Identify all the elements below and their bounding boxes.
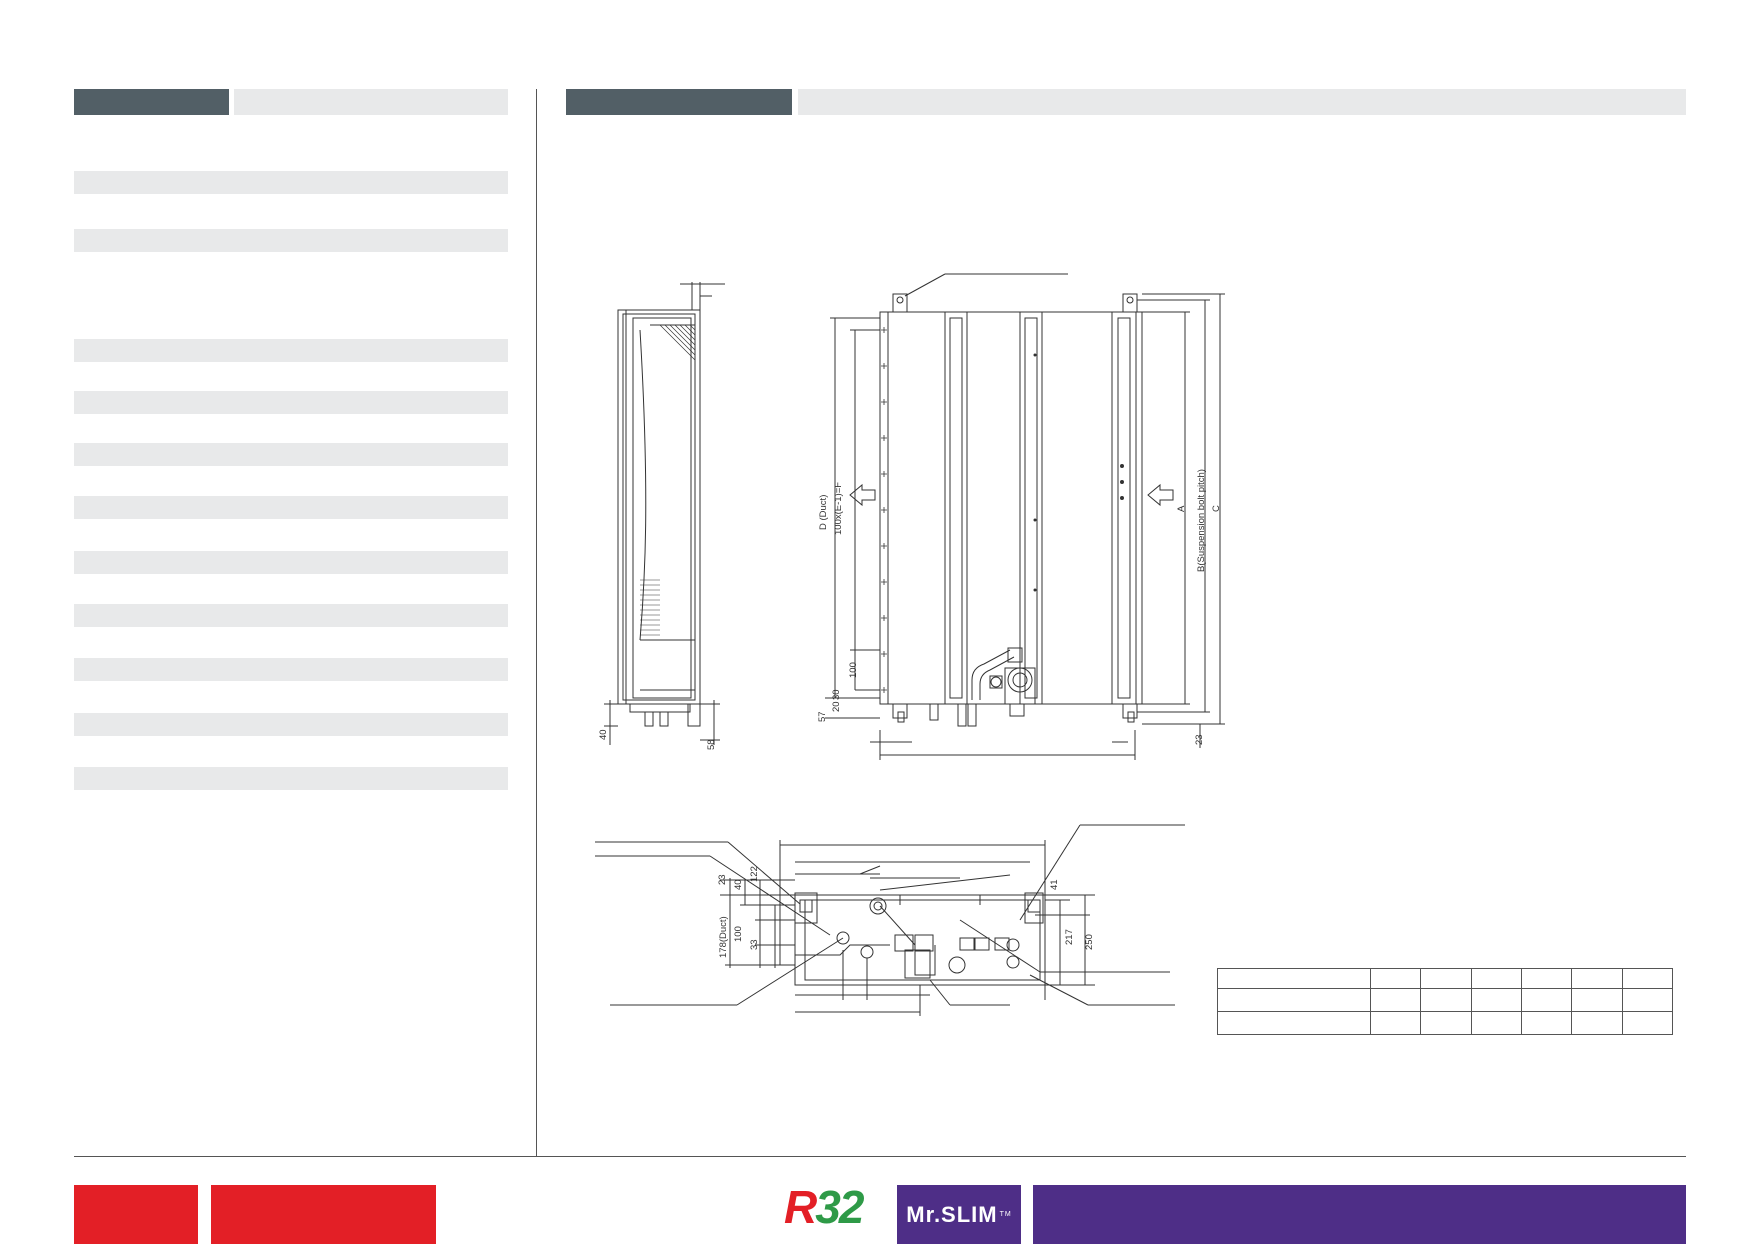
footer-red-block-small <box>74 1185 198 1244</box>
front-label-c: C <box>1211 505 1222 512</box>
table-cell <box>1520 968 1573 989</box>
spec-row-band <box>74 551 508 574</box>
front-label-pitch: 100x(E-1)=F <box>833 482 844 535</box>
side-dim-58: 58 <box>706 739 717 750</box>
mrslim-logo-text: Mr.SLIM <box>906 1201 998 1227</box>
r32-logo-r: R <box>784 1181 817 1233</box>
spec-row-band <box>74 391 508 414</box>
table-row <box>1217 988 1674 1012</box>
mrslim-trademark: TM <box>999 1211 1012 1218</box>
dimension-table <box>1217 968 1674 1035</box>
front-label-b: B(Suspension bolt pitch) <box>1196 469 1207 572</box>
front-dim-23: 23 <box>1194 734 1205 745</box>
bottom-dim-100: 100 <box>733 926 744 942</box>
spec-row-band <box>74 443 508 466</box>
table-cell <box>1470 1011 1522 1035</box>
spec-row-band <box>74 171 508 194</box>
table-cell <box>1217 968 1371 989</box>
table-cell <box>1217 1011 1371 1035</box>
table-cell <box>1369 1011 1422 1035</box>
left-section-title-bar <box>234 89 508 115</box>
footer-rule <box>74 1156 1686 1157</box>
bottom-dim-122: 122 <box>749 866 760 882</box>
front-label-a: A <box>1176 505 1187 512</box>
table-row <box>1217 968 1674 989</box>
bottom-dim-41: 41 <box>1049 879 1060 890</box>
footer-red-block-large <box>211 1185 436 1244</box>
front-label-duct: D (Duct) <box>818 495 829 530</box>
table-cell <box>1520 1011 1573 1035</box>
r32-logo-number: 32 <box>815 1181 864 1233</box>
spec-row-band <box>74 496 508 519</box>
table-cell <box>1571 988 1623 1012</box>
front-dim-100: 100 <box>848 662 859 678</box>
table-row <box>1217 1011 1674 1035</box>
table-cell <box>1520 988 1573 1012</box>
front-view <box>825 273 1225 760</box>
table-cell <box>1470 968 1522 989</box>
spec-row-band <box>74 604 508 627</box>
bottom-dim-250: 250 <box>1084 934 1095 950</box>
spec-row-band <box>74 713 508 736</box>
table-cell <box>1420 968 1472 989</box>
table-cell <box>1621 988 1674 1012</box>
right-section-title-bar <box>798 89 1686 115</box>
table-cell <box>1621 968 1674 989</box>
front-dim-20: 20 <box>831 701 842 712</box>
footer-purple-bar <box>1033 1185 1686 1244</box>
table-cell <box>1571 968 1623 989</box>
table-cell <box>1420 1011 1472 1035</box>
bottom-view <box>595 824 1185 1016</box>
bottom-dim-217: 217 <box>1064 929 1075 945</box>
table-cell <box>1621 1011 1674 1035</box>
spec-row-band <box>74 229 508 252</box>
front-dim-57: 57 <box>817 711 828 722</box>
bottom-dim-23: 23 <box>717 874 728 885</box>
bottom-dim-178: 178(Duct) <box>718 916 729 958</box>
table-cell <box>1571 1011 1623 1035</box>
side-view <box>604 282 725 745</box>
spec-row-band <box>74 339 508 362</box>
column-divider <box>536 89 537 1156</box>
side-dim-40: 40 <box>598 729 609 740</box>
table-cell <box>1420 988 1472 1012</box>
right-section-tab <box>566 89 792 115</box>
table-cell <box>1369 968 1422 989</box>
left-section-tab <box>74 89 229 115</box>
bottom-dim-33: 33 <box>749 939 760 950</box>
table-cell <box>1369 988 1422 1012</box>
r32-logo: R 32 <box>784 1183 874 1231</box>
table-cell <box>1470 988 1522 1012</box>
spec-row-band <box>74 767 508 790</box>
bottom-dim-40: 40 <box>733 879 744 890</box>
table-cell <box>1217 988 1371 1012</box>
front-dim-30: 30 <box>831 689 842 700</box>
spec-row-band <box>74 658 508 681</box>
